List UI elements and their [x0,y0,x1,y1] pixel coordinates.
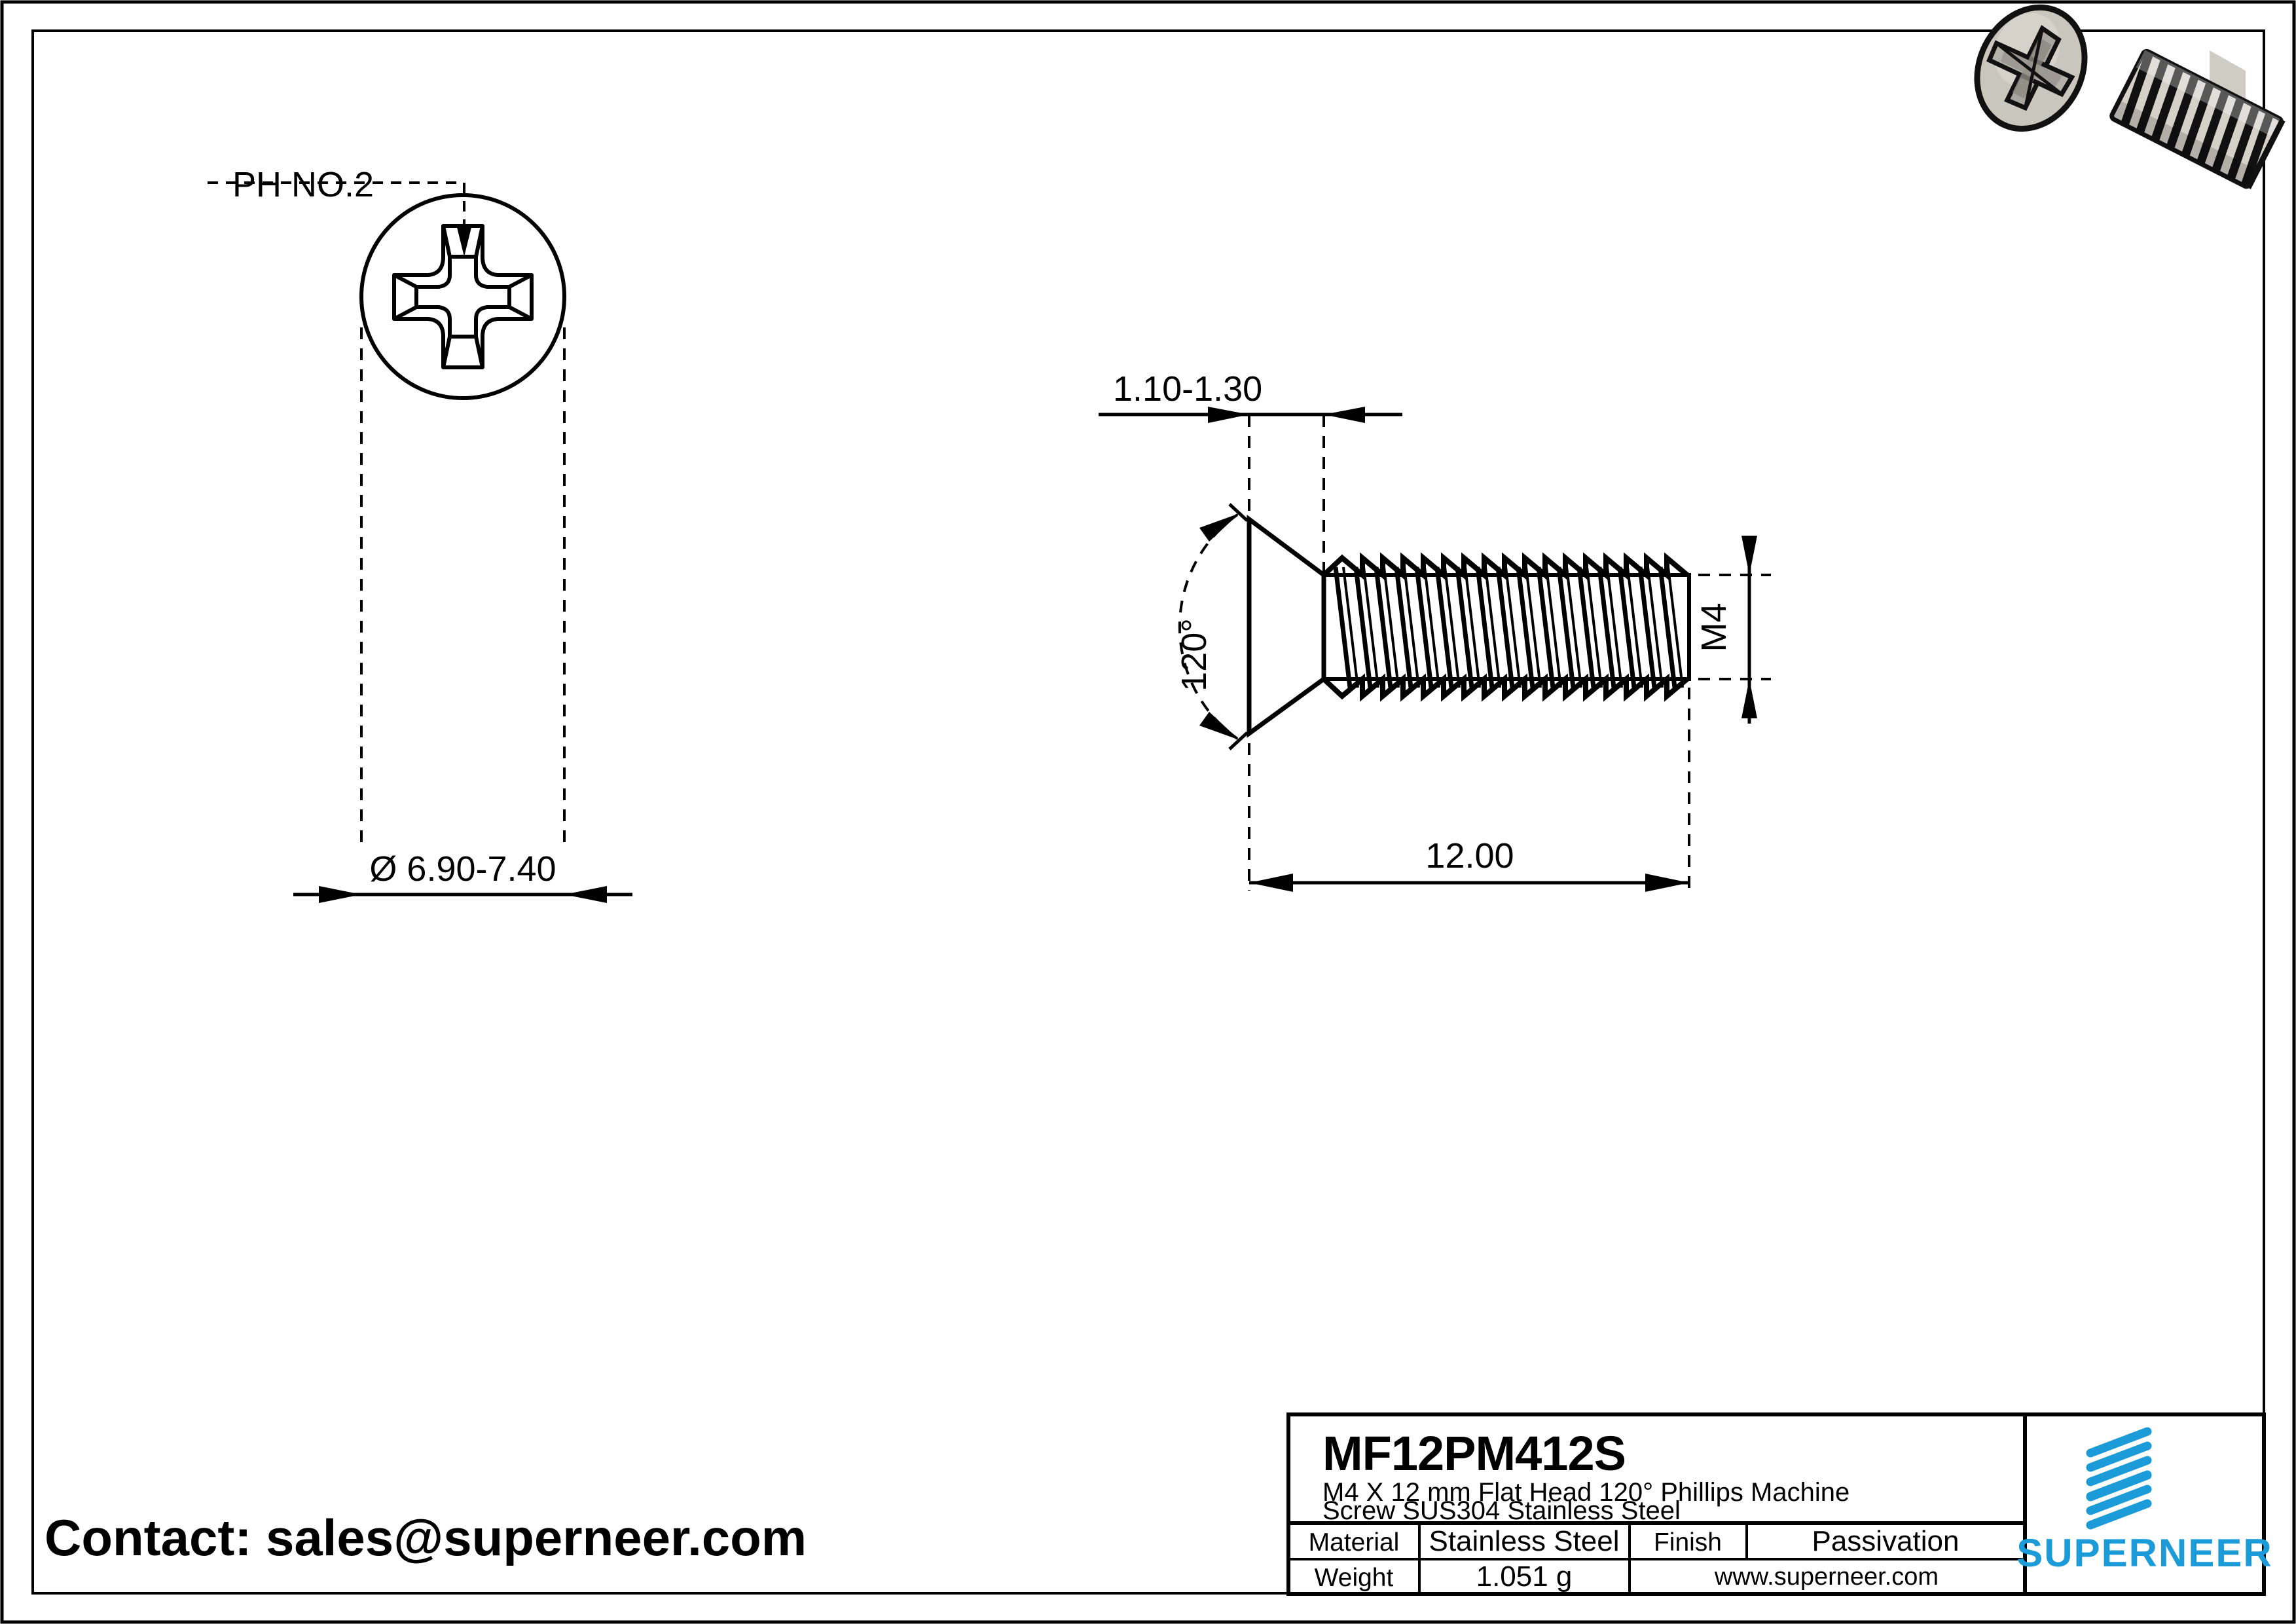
contact-text: Contact: sales@superneer.com [45,1509,807,1566]
head-diameter-dim-text: Ø 6.90-7.40 [369,849,556,889]
cross-taper-top-right [474,225,484,257]
angle-tick-bottom [1228,731,1248,750]
cross-taper-bottom-left [441,336,452,368]
title-block-frame [1286,1412,2266,1596]
finish-value: Passivation [1812,1525,1959,1557]
head-view-geometry [208,181,632,903]
title-block-outer [1286,1412,2266,1596]
cross-taper-top-left [441,225,452,257]
head-height-dim-text: 1.10-1.30 [1113,369,1262,409]
dia-arrow-right [564,886,607,903]
part-number: MF12PM412S [1322,1426,1626,1481]
ph-no2-label: PH NO.2 [232,165,374,204]
head-circle [359,193,566,400]
angle-arrow-top [1199,513,1239,542]
weight-value: 1.051 g [1476,1560,1573,1593]
dia-arrow-left [319,886,361,903]
material-label: Material [1309,1528,1400,1557]
cross-taper-bottom-right [474,336,484,368]
weight-label: Weight [1315,1564,1394,1592]
superneer-wordmark: SUPERNEER [2016,1531,2272,1575]
description-line-2: Screw SUS304 Stainless Steel [1322,1496,1681,1525]
screw-3d-illustration [1974,4,2286,189]
ph-leader-arrow [456,225,472,257]
headheight-arrow-right [1324,407,1365,423]
head-angle-dim-text: 120° [1175,618,1214,692]
ph-leader-line [208,181,465,242]
screw-3d-phillips-recess [1986,25,2075,111]
headheight-arrow-left [1208,407,1249,423]
m4-arrow-top [1741,536,1757,575]
angle-arrow-bottom [1199,712,1239,740]
superneer-logo-mark [2086,1427,2152,1530]
thread-dim-text: M4 [1694,602,1734,652]
material-value: Stainless Steel [1429,1525,1619,1557]
drawing-frame [31,29,2265,1595]
length-arrow-right [1645,874,1689,892]
m4-arrow-bottom [1741,679,1757,718]
finish-label: Finish [1654,1528,1722,1557]
cross-taper-right-top [508,273,533,289]
screw-3d-body [1974,4,2286,189]
description-line-1: M4 X 12 mm Flat Head 120° Phillips Machi… [1322,1478,1850,1507]
angle-arc [1178,513,1239,740]
website-link[interactable]: www.superneer.com [1714,1563,1939,1591]
angle-tick-top [1228,503,1248,522]
thread-profile [1322,552,1689,702]
side-view-geometry [1099,407,1771,892]
cross-taper-left-top [393,273,418,289]
length-arrow-left [1249,874,1293,892]
cross-taper-left-bottom [393,305,418,321]
length-dim-text: 12.00 [1425,836,1514,876]
cross-taper-right-bottom [508,305,533,321]
